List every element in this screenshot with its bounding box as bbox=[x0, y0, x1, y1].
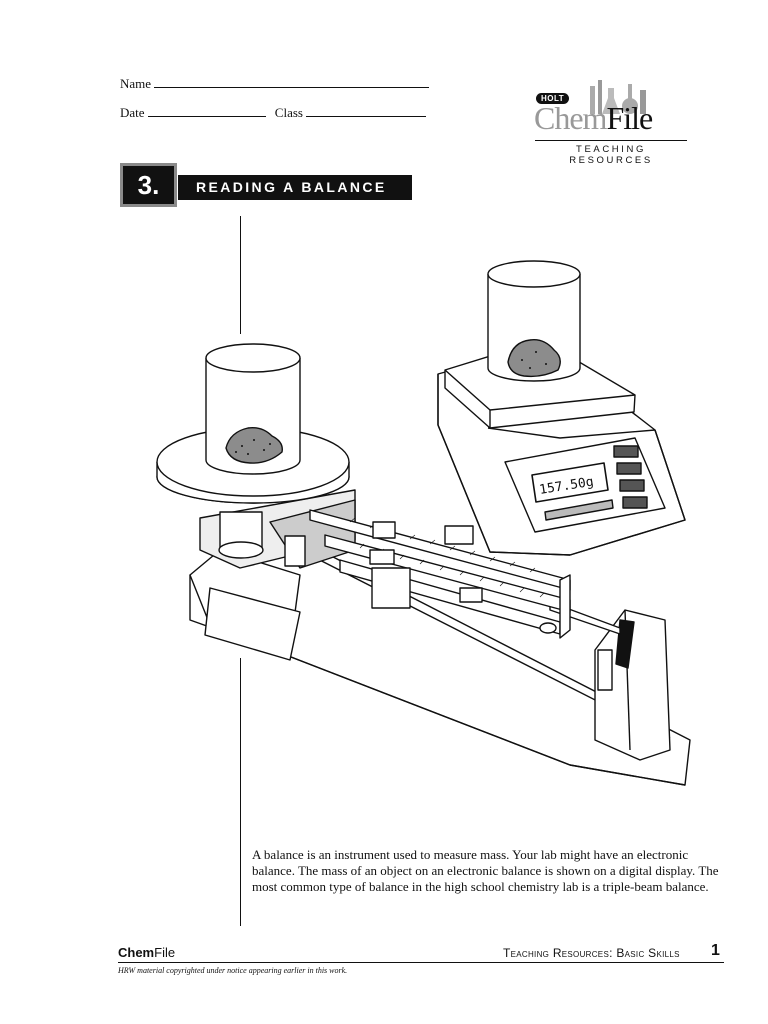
name-blank bbox=[154, 77, 430, 88]
footer-rule bbox=[118, 962, 724, 963]
glassware-icon bbox=[590, 80, 646, 114]
footer-brand-file: File bbox=[154, 945, 176, 960]
triple-beam-balance bbox=[156, 343, 691, 786]
electronic-balance bbox=[437, 260, 686, 556]
logo-tagline: TEACHING RESOURCES bbox=[535, 140, 687, 166]
copyright-notice: HRW material copyrighted under notice ap… bbox=[118, 966, 348, 975]
logo-wordmark: ChemFile bbox=[534, 100, 653, 137]
name-label: Name bbox=[120, 76, 152, 91]
guide-line-top bbox=[240, 216, 241, 334]
chemfile-logo: HOLT ChemFile TEACHING RESOURCES bbox=[530, 76, 700, 166]
page-number: 1 bbox=[711, 942, 720, 959]
date-class-field: Date Class bbox=[120, 105, 426, 121]
name-field: Name bbox=[120, 76, 430, 92]
holt-badge: HOLT bbox=[536, 93, 570, 104]
class-blank bbox=[305, 106, 426, 117]
footer-section-label: Teaching Resources: Basic Skills bbox=[503, 946, 680, 960]
logo-file: File bbox=[606, 100, 653, 136]
footer-brand-chem: Chem bbox=[118, 945, 155, 960]
class-label: Class bbox=[274, 105, 303, 120]
guide-line-bottom bbox=[240, 658, 241, 926]
date-blank bbox=[147, 106, 266, 117]
section-number: 3. bbox=[123, 166, 174, 204]
section-title: READING A BALANCE bbox=[178, 175, 412, 200]
date-label: Date bbox=[120, 105, 145, 120]
balances-illustration: 157.50g bbox=[156, 260, 691, 786]
footer-brand: ChemFile bbox=[118, 945, 175, 960]
intro-paragraph: A balance is an instrument used to measu… bbox=[252, 847, 719, 894]
logo-chem: Chem bbox=[534, 100, 607, 136]
